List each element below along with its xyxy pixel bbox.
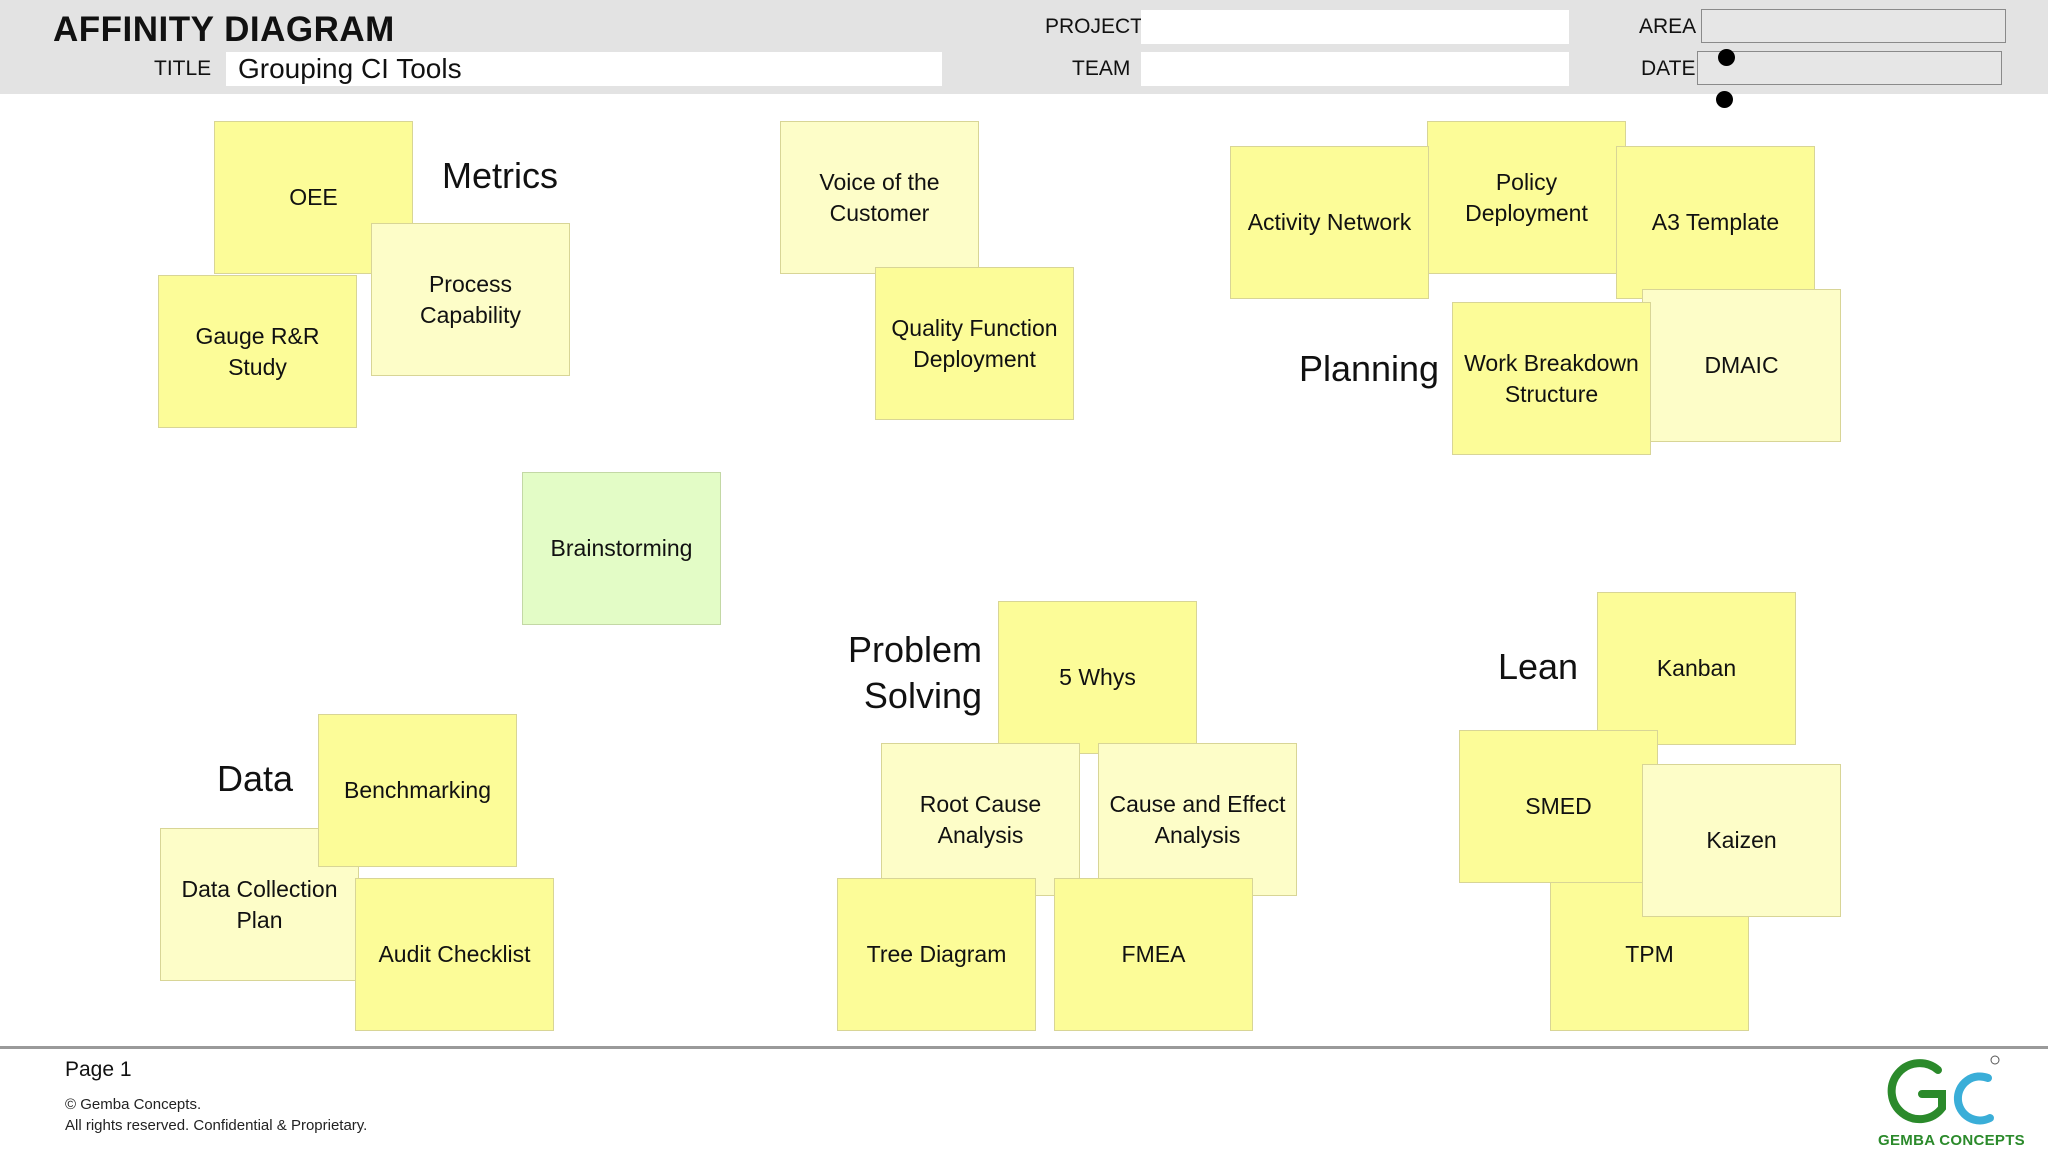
- area-field[interactable]: [1701, 9, 2006, 43]
- sticky-note-kaizen[interactable]: Kaizen: [1642, 764, 1841, 917]
- sticky-note-smed[interactable]: SMED: [1459, 730, 1658, 883]
- group-label-metrics: Metrics: [442, 155, 558, 196]
- sticky-note-policy-deployment[interactable]: Policy Deployment: [1427, 121, 1626, 274]
- sticky-note-audit-checklist[interactable]: Audit Checklist: [355, 878, 554, 1031]
- sticky-note-voice-of-the-customer[interactable]: Voice of the Customer: [780, 121, 979, 274]
- header-bar: AFFINITY DIAGRAM TITLE Grouping CI Tools…: [0, 0, 2048, 94]
- sticky-note-gauge-rr-study[interactable]: Gauge R&R Study: [158, 275, 357, 428]
- sticky-note-root-cause-analysis[interactable]: Root Cause Analysis: [881, 743, 1080, 896]
- footer-divider: [0, 1046, 2048, 1049]
- date-field[interactable]: [1697, 51, 2002, 85]
- area-label: AREA: [1639, 15, 1697, 38]
- sticky-note-cause-and-effect-analysis[interactable]: Cause and Effect Analysis: [1098, 743, 1297, 896]
- sticky-note-benchmarking[interactable]: Benchmarking: [318, 714, 517, 867]
- resize-handle-bottom[interactable]: [1716, 91, 1733, 108]
- sticky-note-5-whys[interactable]: 5 Whys: [998, 601, 1197, 754]
- team-label: TEAM: [1072, 57, 1131, 80]
- rights-line: All rights reserved. Confidential & Prop…: [65, 1117, 368, 1134]
- copyright-notice: © Gemba Concepts. All rights reserved. C…: [65, 1094, 367, 1136]
- date-label: DATE: [1641, 57, 1696, 80]
- sticky-note-tree-diagram[interactable]: Tree Diagram: [837, 878, 1036, 1031]
- sticky-note-brainstorming[interactable]: Brainstorming: [522, 472, 721, 625]
- team-field[interactable]: [1141, 52, 1569, 86]
- copyright-line: © Gemba Concepts.: [65, 1096, 202, 1113]
- group-label-data: Data: [216, 758, 294, 799]
- title-field[interactable]: Grouping CI Tools: [226, 52, 942, 86]
- sticky-note-a3-template[interactable]: A3 Template: [1616, 146, 1815, 299]
- app-title: AFFINITY DIAGRAM: [53, 10, 395, 49]
- page-number: Page 1: [65, 1058, 132, 1081]
- gemba-concepts-logo-icon: [1887, 1055, 2000, 1125]
- sticky-note-fmea[interactable]: FMEA: [1054, 878, 1253, 1031]
- title-label: TITLE: [154, 57, 212, 80]
- sticky-note-oee[interactable]: OEE: [214, 121, 413, 274]
- sticky-note-dmaic[interactable]: DMAIC: [1642, 289, 1841, 442]
- group-label-lean: Lean: [1497, 646, 1579, 687]
- sticky-note-work-breakdown-structure[interactable]: Work Breakdown Structure: [1452, 302, 1651, 455]
- sticky-note-kanban[interactable]: Kanban: [1597, 592, 1796, 745]
- sticky-note-quality-function-deployment[interactable]: Quality Function Deployment: [875, 267, 1074, 420]
- sticky-note-process-capability[interactable]: Process Capability: [371, 223, 570, 376]
- project-label: PROJECT: [1045, 15, 1144, 38]
- sticky-note-activity-network[interactable]: Activity Network: [1230, 146, 1429, 299]
- group-label-planning: Planning: [1298, 348, 1440, 389]
- resize-handle-top[interactable]: [1718, 49, 1735, 66]
- project-field[interactable]: [1141, 10, 1569, 44]
- logo-wordmark: GEMBA CONCEPTS: [1878, 1132, 2025, 1149]
- group-label-problem-solving: Problem Solving: [847, 629, 982, 716]
